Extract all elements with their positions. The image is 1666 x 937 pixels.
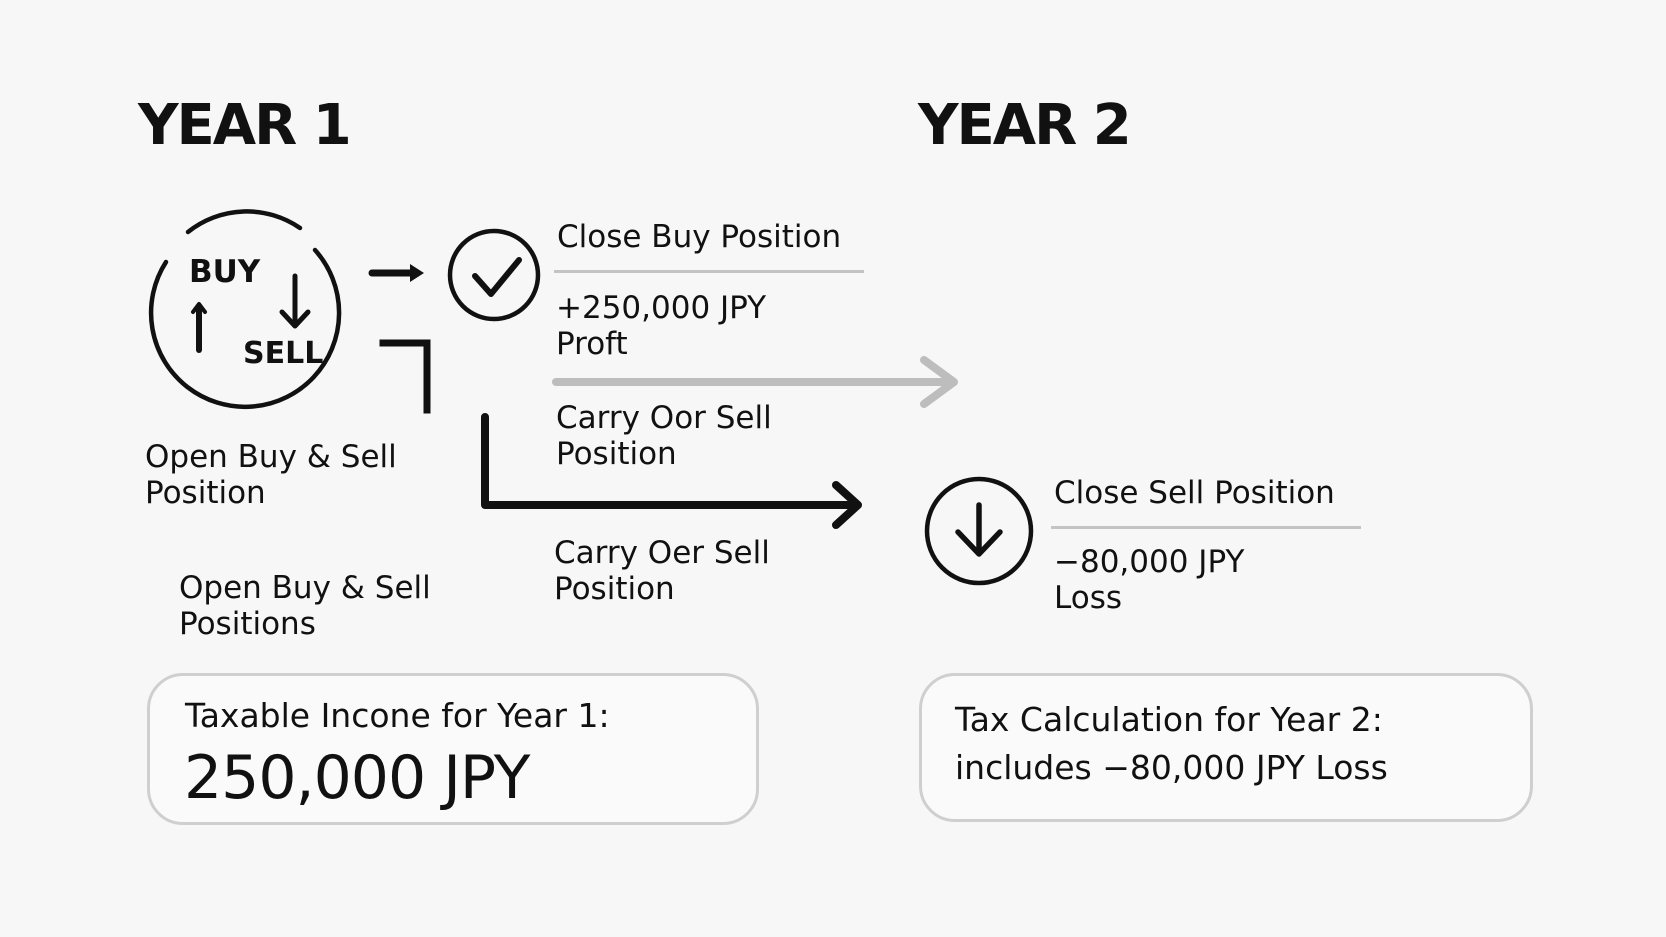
year-1-card-value: 250,000 JPY (184, 743, 530, 813)
check-circle-icon (447, 228, 541, 322)
year-2-tax-calculation-card: Tax Calculation for Year 2: includes −80… (919, 673, 1533, 822)
close-sell-heading: Close Sell Position (1054, 475, 1335, 511)
year-2-card-line-2: includes −80,000 JPY Loss (955, 748, 1388, 787)
carry-over-label-2: Carry Oer Sell Position (554, 535, 770, 607)
close-sell-amount: −80,000 JPY Loss (1054, 544, 1245, 616)
open-buy-sell-position-label: Open Buy & Sell Position (145, 439, 397, 511)
bracket-connector (379, 339, 431, 414)
carry-over-black-arrow (481, 413, 862, 529)
carry-over-label-1: Carry Oor Sell Position (556, 400, 772, 472)
close-buy-divider (554, 270, 864, 273)
loss-down-circle-icon (924, 476, 1034, 586)
buy-sell-cycle-icon (148, 209, 342, 410)
cycle-sell-label: SELL (243, 336, 324, 371)
year-1-title: YEAR 1 (138, 93, 352, 158)
close-sell-divider (1051, 526, 1361, 529)
cycle-buy-label: BUY (189, 254, 261, 290)
open-buy-sell-positions-label: Open Buy & Sell Positions (179, 570, 431, 642)
year-1-taxable-income-card: Taxable Incone for Year 1: 250,000 JPY (147, 673, 759, 825)
down-arrow-icon (279, 273, 311, 329)
carry-over-gray-arrow (552, 356, 958, 408)
arrow-to-close-buy (368, 264, 424, 282)
close-buy-amount: +250,000 JPY Proft (556, 290, 767, 362)
up-arrow-icon (191, 302, 207, 353)
close-buy-heading: Close Buy Position (557, 219, 842, 255)
year-1-card-title: Taxable Incone for Year 1: (185, 696, 610, 735)
year-2-card-line-1: Tax Calculation for Year 2: (955, 700, 1383, 739)
year-2-title: YEAR 2 (918, 93, 1132, 158)
